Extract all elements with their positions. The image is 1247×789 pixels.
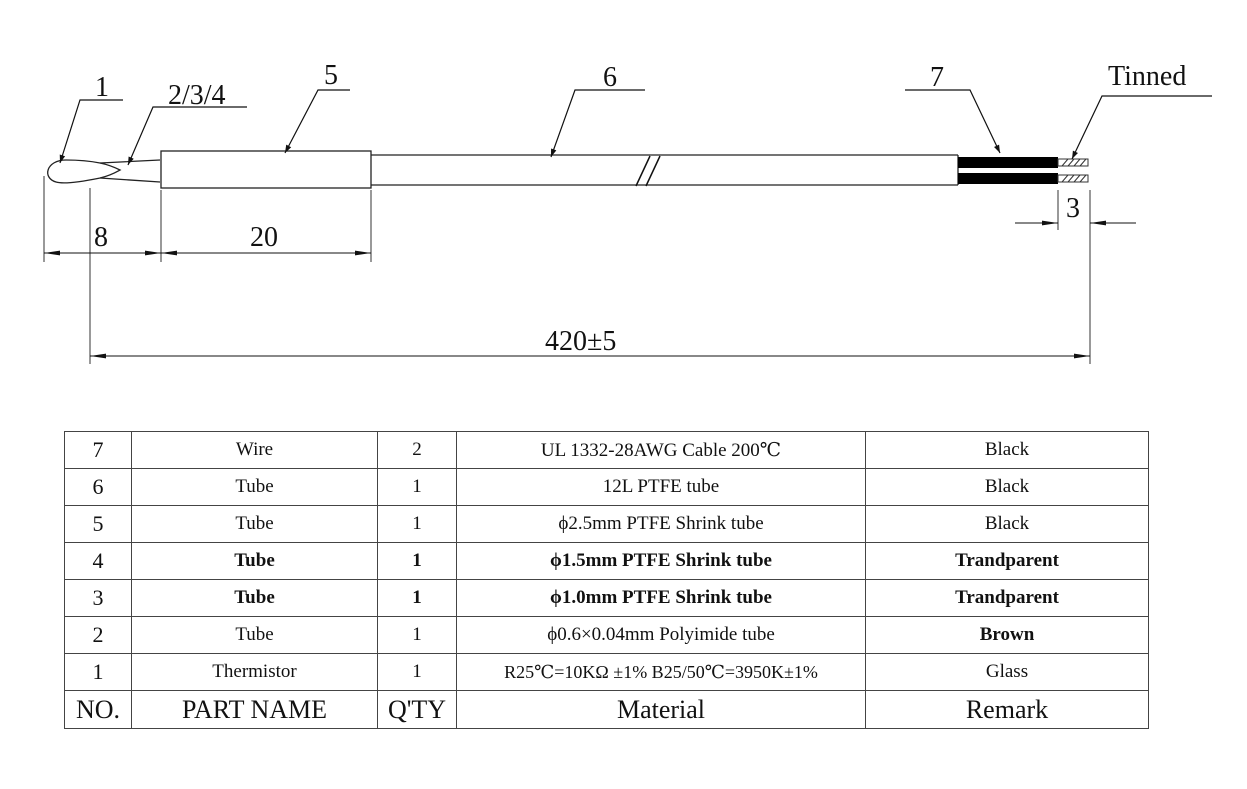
row-part-name: Tube [131, 542, 378, 580]
row-remark: Black [865, 505, 1149, 543]
header-material: Material [456, 690, 866, 729]
table-row: 5 Tube 1 ϕ2.5mm PTFE Shrink tube Black [64, 505, 1149, 543]
row-qty: 1 [377, 505, 457, 543]
row-part-name: Wire [131, 431, 378, 469]
ptfe-tube-6 [371, 154, 959, 186]
row-no: 4 [64, 542, 132, 580]
row-remark: Black [865, 431, 1149, 469]
row-material: ϕ1.0mm PTFE Shrink tube [456, 579, 866, 617]
row-no: 6 [64, 468, 132, 506]
row-remark: Trandparent [865, 542, 1149, 580]
row-no: 7 [64, 431, 132, 469]
wire-7-lower [958, 173, 1058, 184]
callout-leaders [59, 89, 1212, 166]
row-remark: Glass [865, 653, 1149, 691]
row-material: R25℃=10KΩ ±1% B25/50℃=3950K±1% [456, 653, 866, 691]
row-qty: 1 [377, 542, 457, 580]
row-part-name: Tube [131, 505, 378, 543]
header-qty: Q'TY [377, 690, 457, 729]
row-no: 2 [64, 616, 132, 654]
row-material: 12L PTFE tube [456, 468, 866, 506]
row-material: ϕ1.5mm PTFE Shrink tube [456, 542, 866, 580]
header-part-name: PART NAME [131, 690, 378, 729]
row-qty: 1 [377, 653, 457, 691]
row-no: 1 [64, 653, 132, 691]
table-header-row: NO. PART NAME Q'TY Material Remark [64, 690, 1149, 729]
row-part-name: Thermistor [131, 653, 378, 691]
callout-1: 1 [95, 72, 109, 103]
row-qty: 1 [377, 468, 457, 506]
row-remark: Black [865, 468, 1149, 506]
dimension-lines [44, 220, 1136, 359]
table-row: 2 Tube 1 ϕ0.6×0.04mm Polyimide tube Brow… [64, 616, 1149, 654]
row-material: UL 1332-28AWG Cable 200℃ [456, 431, 866, 469]
row-no: 5 [64, 505, 132, 543]
sensor-drawing: 1 2/3/4 5 6 7 Tinned 8 20 3 420±5 [43, 60, 1212, 364]
row-qty: 1 [377, 616, 457, 654]
wire-7-upper [958, 157, 1058, 168]
tinned-ends [1057, 158, 1089, 183]
table-row: 3 Tube 1 ϕ1.0mm PTFE Shrink tube Trandpa… [64, 579, 1149, 617]
bill-of-materials-table: 7 Wire 2 UL 1332-28AWG Cable 200℃ Black … [64, 431, 1149, 729]
header-remark: Remark [865, 690, 1149, 729]
table-row: 7 Wire 2 UL 1332-28AWG Cable 200℃ Black [64, 431, 1149, 469]
row-qty: 2 [377, 431, 457, 469]
row-remark: Brown [865, 616, 1149, 654]
row-no: 3 [64, 579, 132, 617]
row-material: ϕ0.6×0.04mm Polyimide tube [456, 616, 866, 654]
row-part-name: Tube [131, 468, 378, 506]
row-remark: Trandparent [865, 579, 1149, 617]
dimension-20: 20 [250, 222, 278, 253]
row-material: ϕ2.5mm PTFE Shrink tube [456, 505, 866, 543]
shrink-tube-5 [160, 150, 372, 189]
dimension-8: 8 [94, 222, 108, 253]
row-part-name: Tube [131, 579, 378, 617]
callout-7: 7 [930, 62, 944, 93]
table-row: 4 Tube 1 ϕ1.5mm PTFE Shrink tube Trandpa… [64, 542, 1149, 580]
dimension-3: 3 [1066, 193, 1080, 224]
dimension-total: 420±5 [545, 326, 616, 357]
callout-2-3-4: 2/3/4 [168, 80, 226, 111]
row-qty: 1 [377, 579, 457, 617]
callout-tinned: Tinned [1108, 61, 1186, 92]
callout-6: 6 [603, 62, 617, 93]
table-row: 6 Tube 1 12L PTFE tube Black [64, 468, 1149, 506]
header-no: NO. [64, 690, 132, 729]
table-row: 1 Thermistor 1 R25℃=10KΩ ±1% B25/50℃=395… [64, 653, 1149, 691]
callout-5: 5 [324, 60, 338, 91]
thermistor-bead [47, 159, 161, 184]
row-part-name: Tube [131, 616, 378, 654]
break-symbol [635, 155, 661, 187]
